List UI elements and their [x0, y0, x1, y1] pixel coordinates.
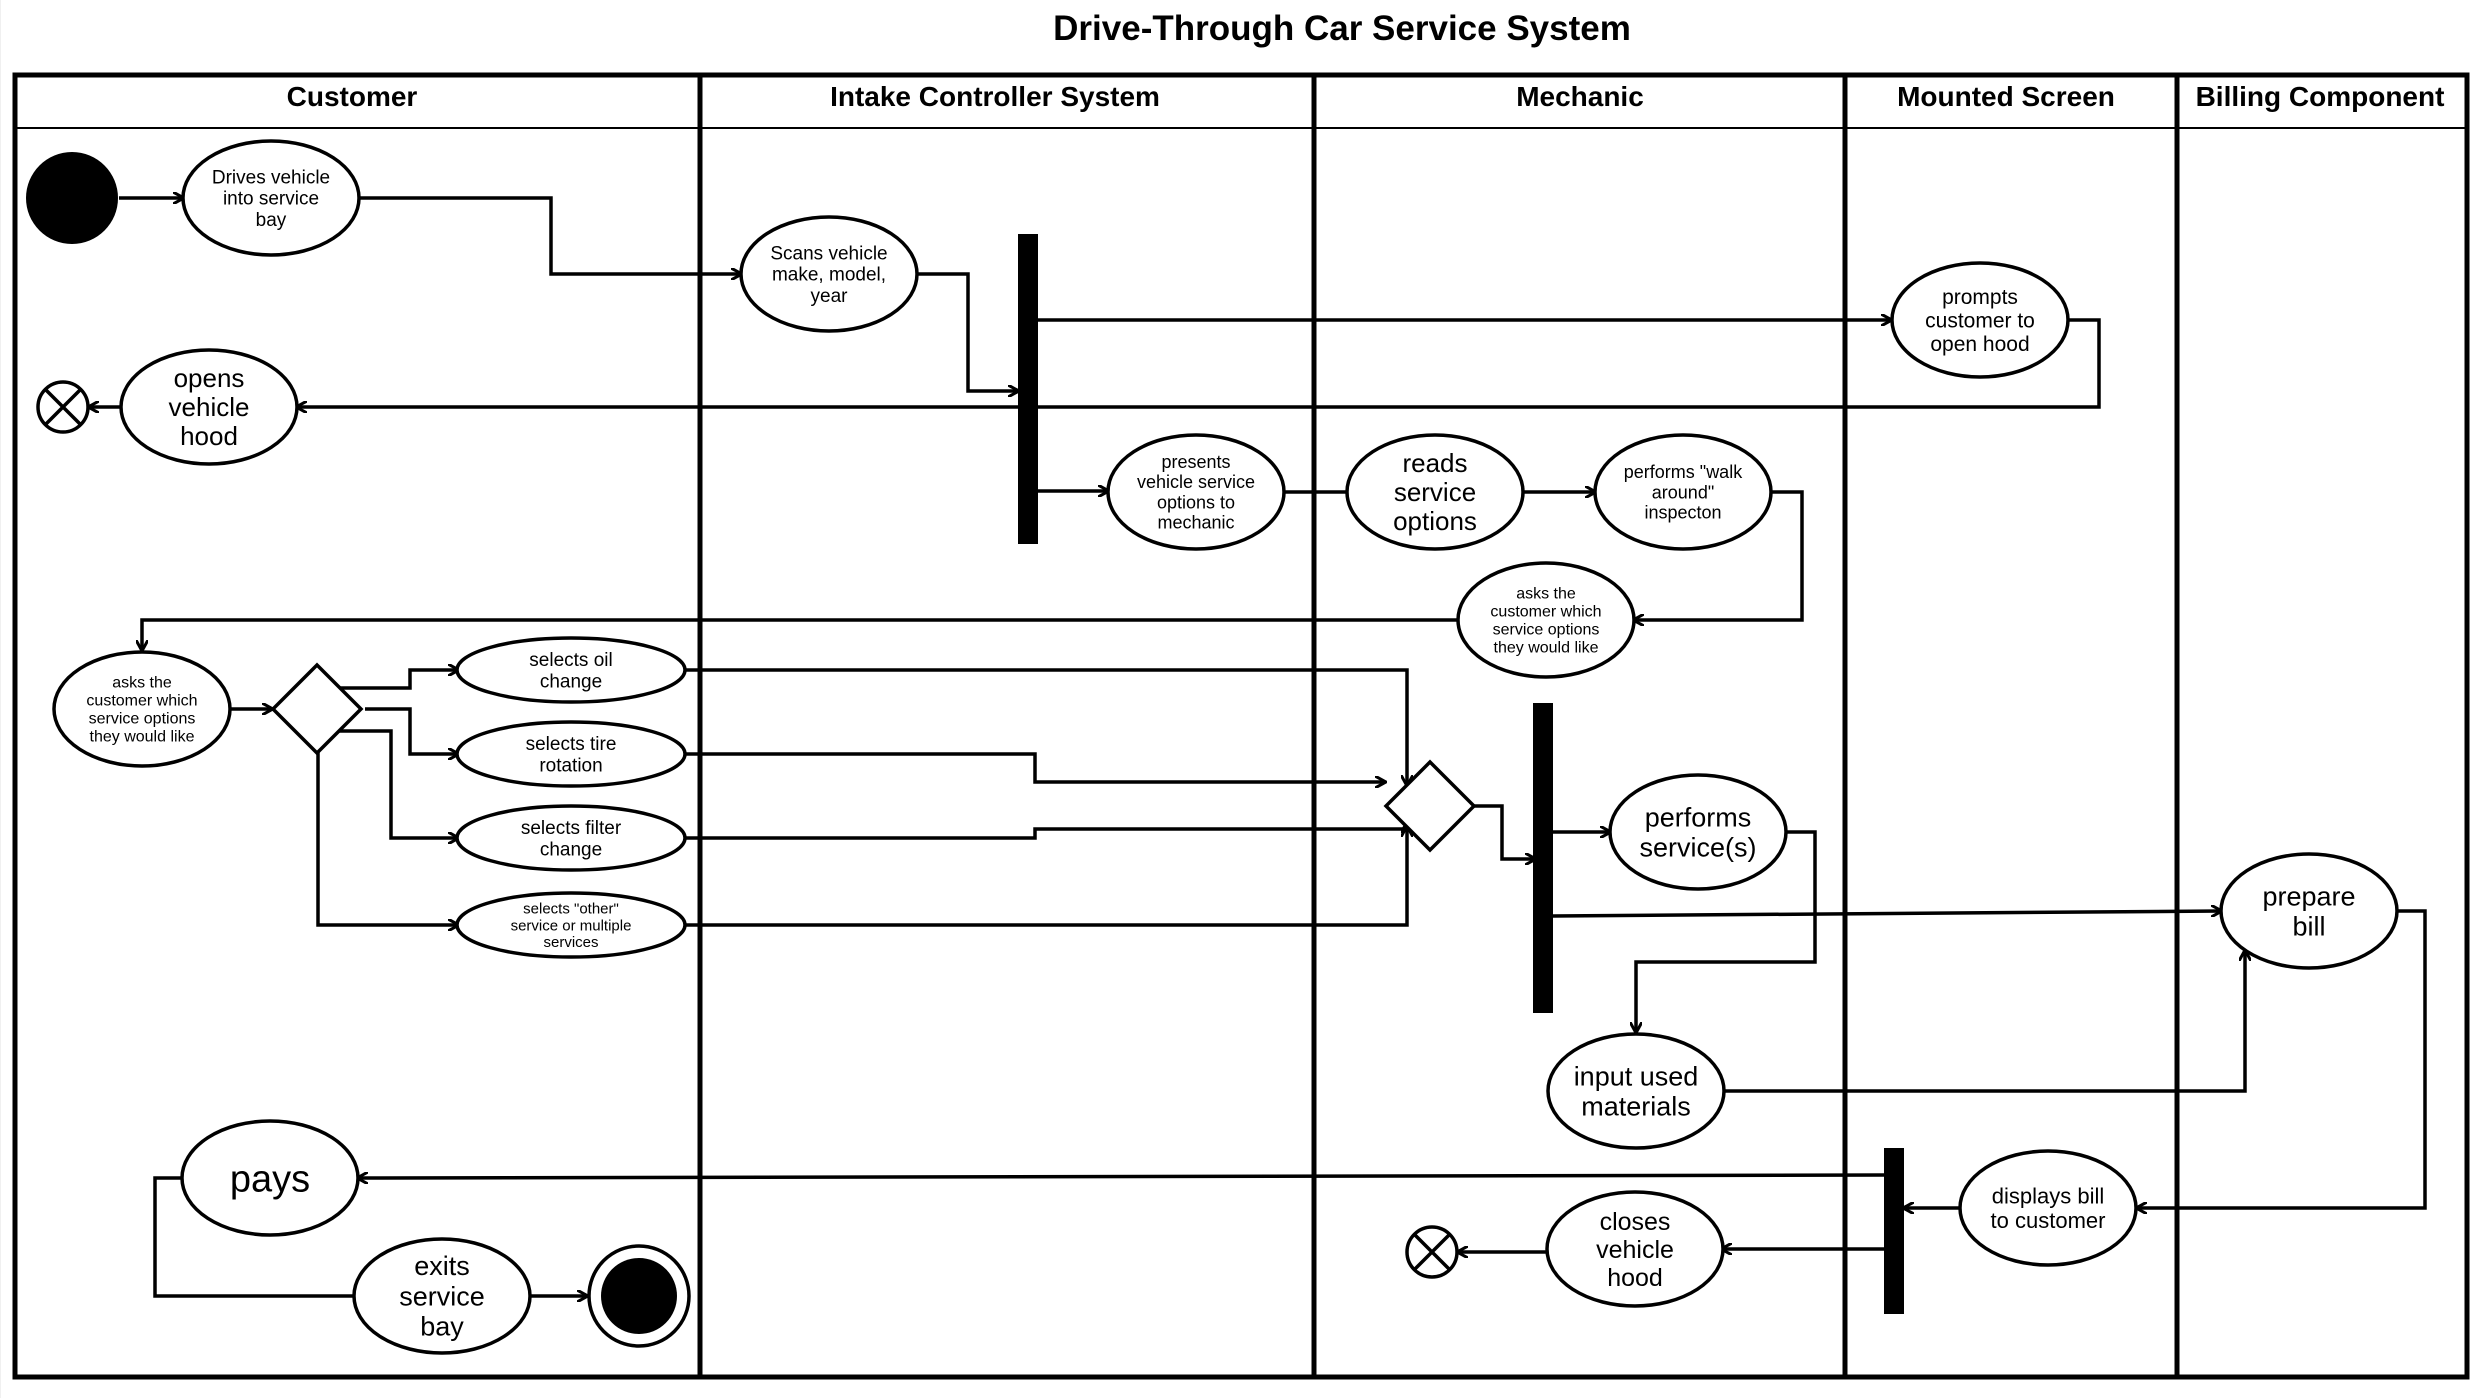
flow-drives-to-scans [359, 196, 741, 274]
flow-final-node [1405, 1225, 1459, 1279]
swimlane-frame [12, 72, 2470, 1380]
flow-oil-to-merge [685, 668, 1407, 785]
flow-scans-to-fork [917, 272, 1018, 391]
activity-ellipse [52, 650, 232, 768]
lane-label-billing-component: Billing Component [2196, 81, 2445, 112]
flow-prepare-to-displays [2137, 909, 2427, 1208]
activity-ellipse [1890, 261, 2070, 379]
flow-decision-to-tire [365, 707, 458, 754]
flow-prompts-to-opens [297, 318, 2101, 407]
activity-ellipse [1545, 1190, 1725, 1308]
flow-decision-to-other [316, 752, 458, 925]
fork-bar [1018, 234, 1038, 544]
flow-filter-to-merge [685, 823, 1407, 840]
flow-ask-to-customer-ask [142, 618, 1459, 650]
activity-ellipse [1456, 561, 1636, 679]
initial-node [26, 152, 118, 244]
flow-performs-to-input [1636, 830, 1817, 1032]
flow-fork2-to-prepare [1552, 911, 2221, 918]
activity-ellipse [739, 215, 919, 333]
activity-node-pays: pays [180, 1119, 360, 1237]
activity-ellipse [1546, 1032, 1726, 1150]
diagram-title: Drive-Through Car Service System [1053, 9, 1631, 48]
activity-ellipse [1106, 433, 1286, 551]
lane-label-intake-controller: Intake Controller System [830, 81, 1160, 112]
lane-label-mechanic: Mechanic [1516, 81, 1644, 112]
flow-final-node [36, 380, 90, 434]
activity-ellipse [455, 636, 687, 704]
fork-bar [1533, 703, 1553, 1013]
activity-ellipse [180, 1119, 360, 1237]
activity-ellipse [1958, 1149, 2138, 1267]
activity-ellipse [2219, 852, 2399, 970]
flow-decision-to-oil [337, 670, 458, 690]
activity-ellipse [181, 139, 361, 257]
merge-node [1383, 759, 1477, 853]
decision-node [270, 662, 364, 756]
activity-ellipse [455, 720, 687, 788]
activity-label: pays [230, 1158, 310, 1200]
activity-ellipse [1345, 433, 1525, 551]
activity-ellipse [455, 891, 687, 959]
lane-label-customer: Customer [287, 81, 418, 112]
control-flows [89, 196, 2427, 1298]
activity-ellipse [1608, 773, 1788, 891]
lane-label-mounted-screen: Mounted Screen [1897, 81, 2115, 112]
flow-pays-to-exits [153, 1176, 355, 1298]
activity-ellipse [352, 1237, 532, 1355]
fork-bar [1884, 1148, 1904, 1314]
flow-merge-to-fork2 [1474, 804, 1535, 859]
activity-ellipse [1593, 433, 1773, 551]
flow-tire-to-merge [685, 752, 1385, 782]
flow-input-to-prepare [1723, 951, 2245, 1093]
activity-ellipse [119, 348, 299, 466]
flow-other-to-merge [685, 827, 1407, 927]
flow-fork3-to-pays [358, 1175, 1887, 1178]
activity-ellipse [455, 804, 687, 872]
flow-walk-to-ask [1634, 490, 1804, 620]
activity-final-node [587, 1244, 691, 1348]
flow-decision-to-filter [337, 729, 458, 838]
